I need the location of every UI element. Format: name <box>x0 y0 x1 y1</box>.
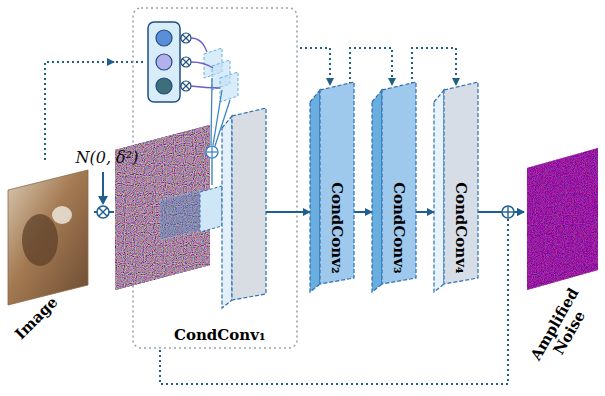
condconv-layer: CondConv₄ <box>434 82 478 292</box>
condconv-layer: CondConv₃ <box>372 82 416 292</box>
condconv-block: CondConv₁ <box>114 7 300 350</box>
connector-arrow <box>416 211 434 213</box>
node-label: CondConv₂ <box>328 182 346 273</box>
node-label: CondConv₃ <box>390 182 408 273</box>
connector-arrow <box>45 62 114 160</box>
node-label: Amplified Noise <box>526 283 598 374</box>
shape-art <box>2 160 94 350</box>
node-label: CondConv₁ <box>174 326 265 344</box>
connector-arrow <box>478 211 524 213</box>
connector-arrow <box>354 211 372 213</box>
distribution-label: N(0, δ²) <box>76 148 139 167</box>
output-noise: Amplified Noise <box>524 140 602 380</box>
node-label: CondConv₄ <box>452 182 470 273</box>
connector-arrow <box>300 211 310 213</box>
shape-art <box>114 7 300 350</box>
input-image: Image <box>2 160 94 350</box>
condconv-layer: CondConv₂ <box>310 82 354 292</box>
